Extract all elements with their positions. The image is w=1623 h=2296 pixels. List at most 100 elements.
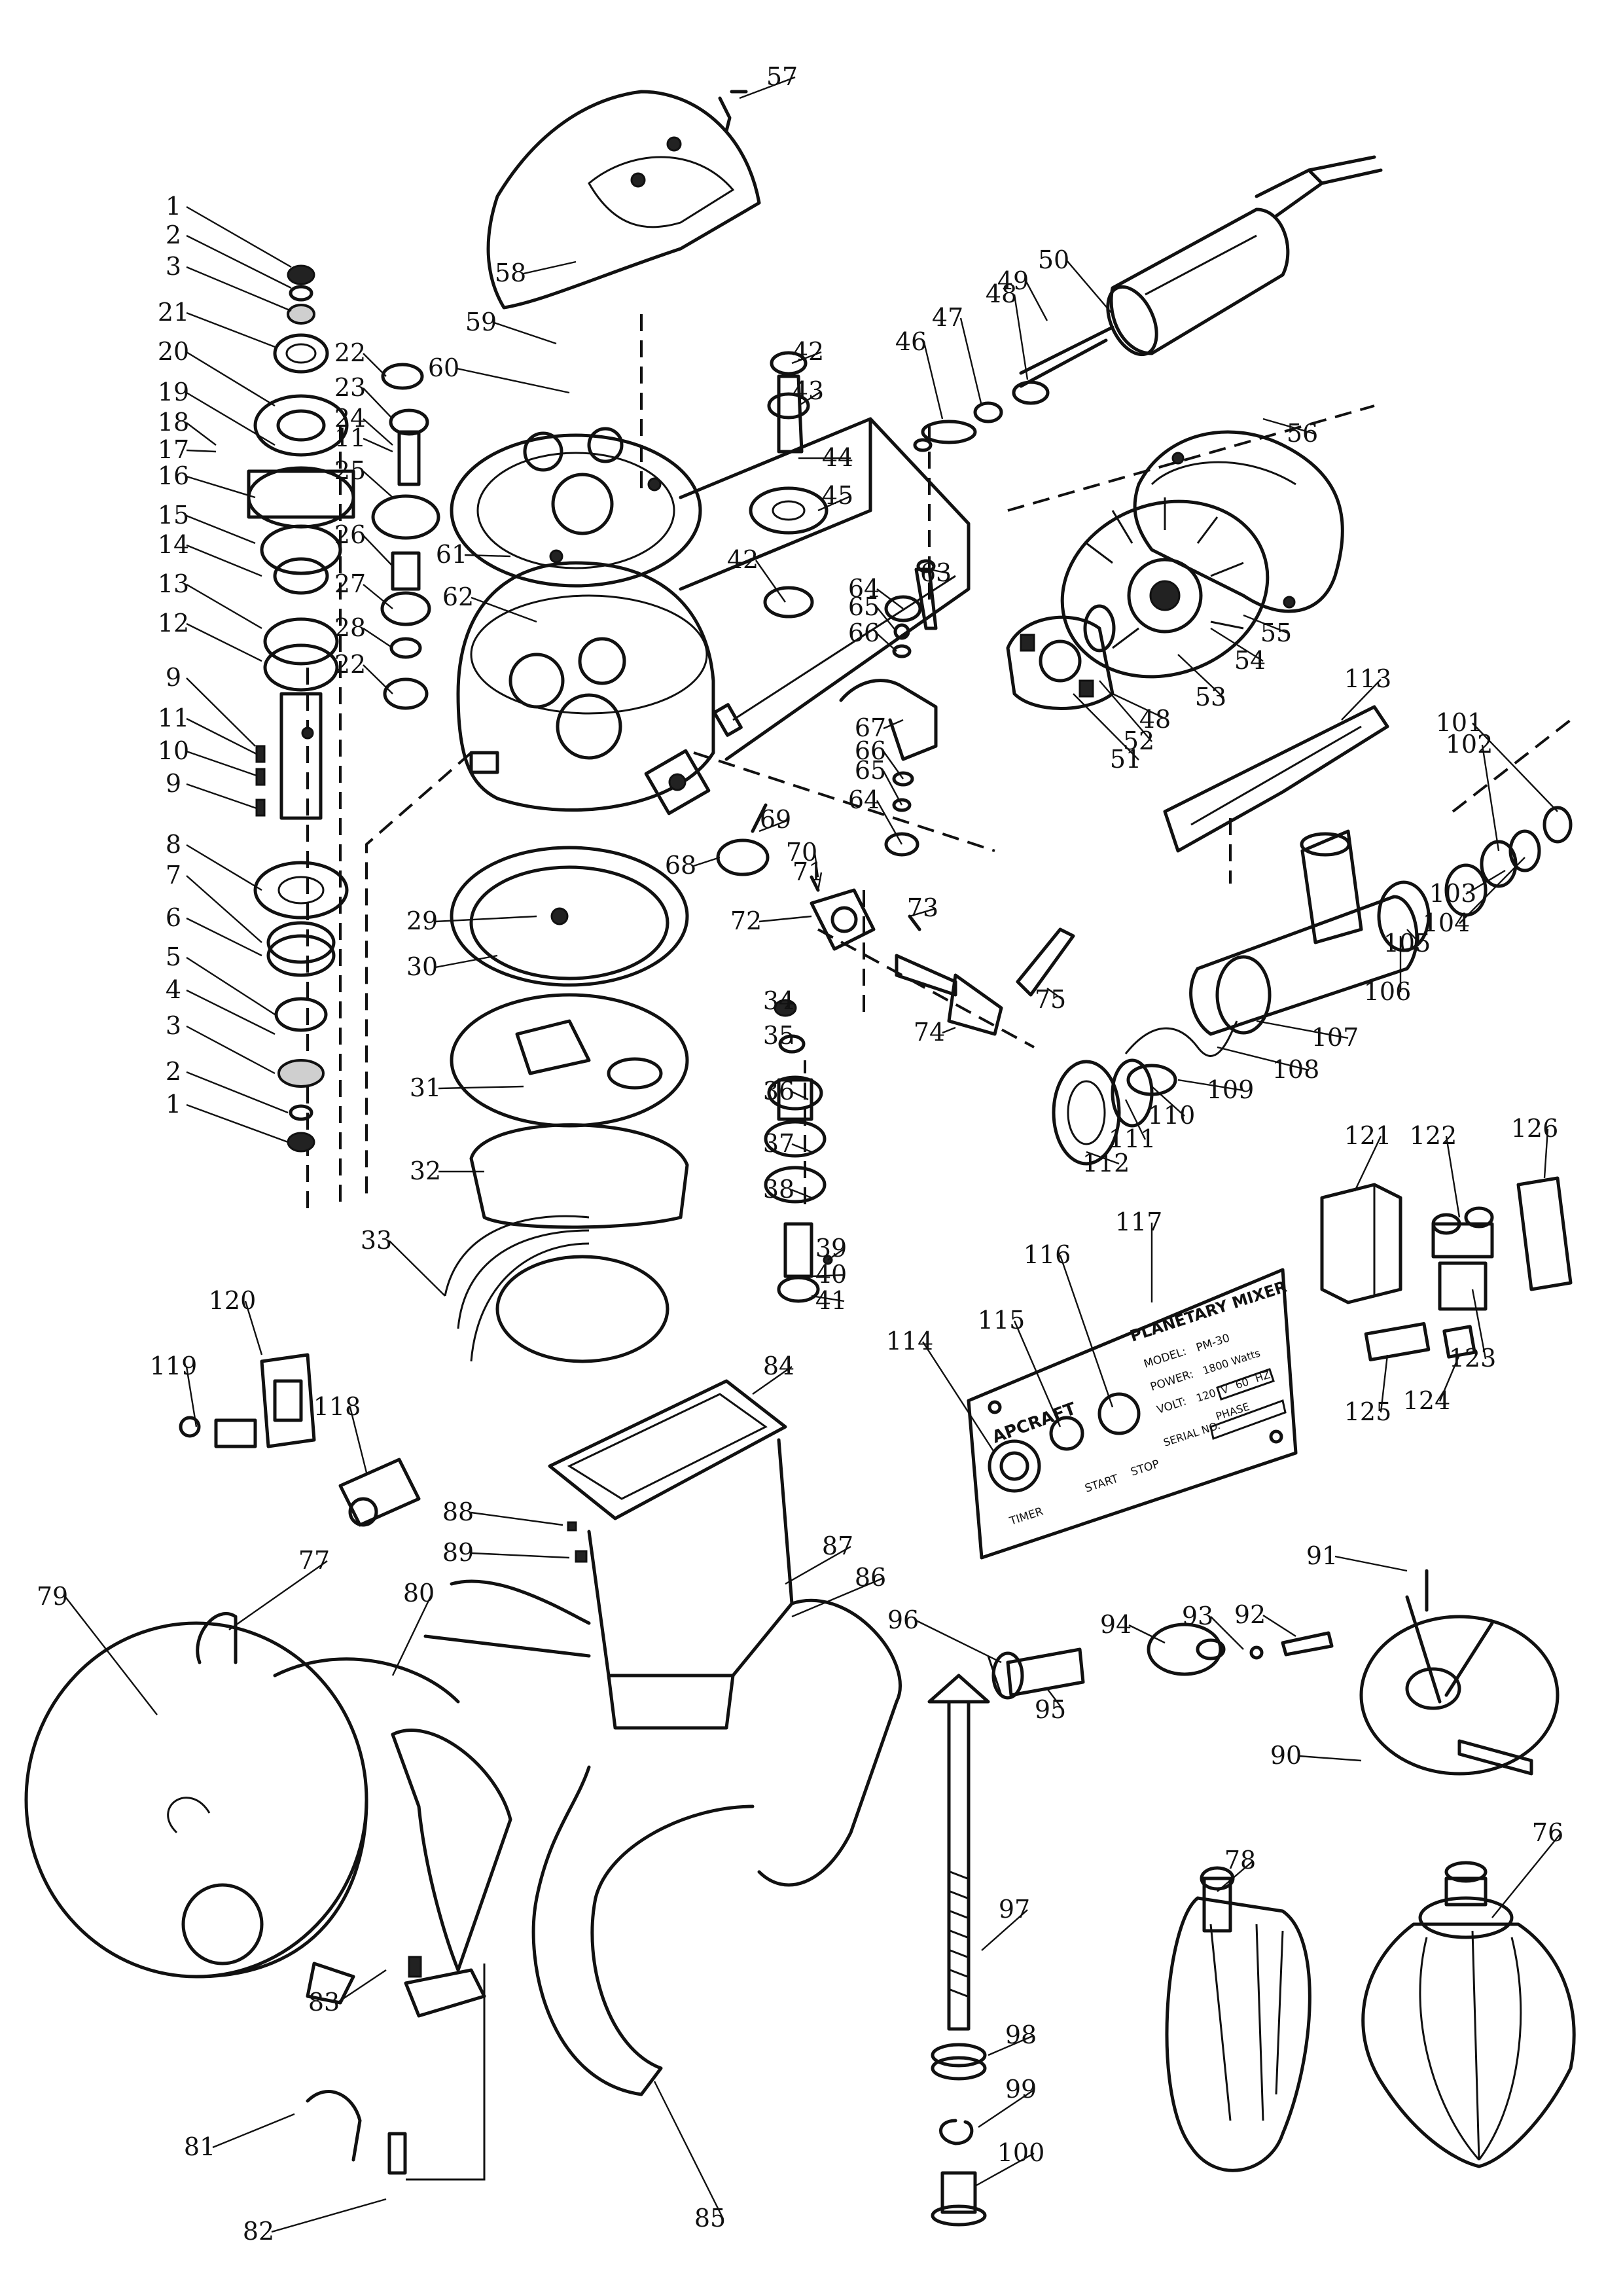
lift-shaft — [927, 1674, 990, 2227]
callout-leader — [1262, 418, 1316, 435]
callout-leader — [349, 1407, 368, 1473]
callout-number: 6 — [166, 903, 181, 932]
callout-number: 9 — [166, 663, 181, 692]
flat-beater — [1165, 1866, 1311, 2172]
callout-number: 36 — [763, 1077, 794, 1105]
callout-number: 41 — [815, 1286, 847, 1315]
callout-leader — [186, 206, 292, 268]
brush-plate — [1006, 604, 1116, 710]
callout-leader — [464, 554, 511, 558]
callout-number: 18 — [158, 408, 189, 437]
callout-leader — [791, 1143, 812, 1153]
callout-leader — [1066, 260, 1113, 315]
callout-number: 40 — [815, 1260, 847, 1289]
callout-leader — [739, 76, 796, 99]
callout-leader — [1210, 1616, 1244, 1650]
callout-leader — [1445, 1136, 1461, 1218]
callout-leader — [186, 717, 257, 755]
callout-number: 85 — [694, 2204, 726, 2233]
callout-number: 32 — [410, 1157, 441, 1185]
callout-leader — [186, 475, 256, 499]
callout-number: 75 — [1035, 985, 1066, 1014]
callout-number: 1 — [166, 1090, 181, 1119]
callout-number: 108 — [1272, 1055, 1320, 1084]
callout-number: 5 — [166, 942, 181, 971]
callout-leader — [827, 1248, 845, 1261]
callout-number: 113 — [1344, 664, 1392, 693]
callout-leader — [186, 622, 262, 662]
callout-leader — [363, 387, 393, 420]
callout-number: 2 — [166, 1057, 181, 1086]
callout-leader — [1177, 654, 1224, 698]
callout-leader — [186, 514, 256, 545]
callout-leader — [785, 1545, 851, 1585]
electrical-components — [1320, 1176, 1573, 1362]
callout-leader — [811, 1295, 845, 1302]
callout-number: 77 — [298, 1546, 330, 1575]
callout-leader — [456, 367, 570, 394]
nameplate-model-value: PM-30 — [1194, 1331, 1231, 1354]
callout-number: 120 — [209, 1286, 257, 1315]
callout-leader — [1013, 1320, 1061, 1427]
callout-number: 67 — [855, 713, 886, 742]
callout-leader — [791, 351, 822, 365]
callout-number: 124 — [1403, 1386, 1451, 1415]
callout-leader — [186, 312, 276, 348]
callout-leader — [1046, 1688, 1064, 1711]
callout-number: 92 — [1234, 1600, 1266, 1629]
callout-number: 104 — [1423, 908, 1471, 937]
callout-number: 14 — [158, 530, 189, 559]
callout-number: 34 — [763, 986, 794, 1015]
nameplate-timer-label: TIMER — [1007, 1505, 1044, 1528]
callout-leader — [921, 1341, 996, 1454]
callout-leader — [1059, 1255, 1114, 1408]
callout-leader — [959, 317, 983, 406]
callout-leader — [186, 677, 256, 747]
callout-number: 100 — [997, 2138, 1045, 2167]
callout-leader — [1086, 1151, 1120, 1165]
callout-number: 96 — [887, 1605, 919, 1634]
callout-number: 105 — [1383, 929, 1431, 958]
callout-number: 25 — [334, 456, 366, 485]
callout-number: 107 — [1311, 1023, 1359, 1052]
callout-number: 83 — [308, 1988, 340, 2017]
callout-leader — [186, 956, 276, 1016]
callout-number: 118 — [313, 1392, 361, 1421]
callout-leader — [363, 584, 393, 609]
callout-leader — [523, 260, 577, 275]
callout-number: 20 — [158, 337, 189, 366]
callout-number: 68 — [665, 851, 696, 880]
callout-number: 45 — [822, 481, 853, 510]
meat-grinder — [1052, 705, 1573, 1166]
callout-leader — [1406, 929, 1421, 944]
callout-number: 35 — [763, 1021, 794, 1050]
callout-number: 48 — [1139, 705, 1171, 734]
callout-number: 37 — [763, 1129, 794, 1158]
callout-number: 87 — [822, 1532, 853, 1560]
callout-leader — [923, 342, 944, 420]
callout-number: 71 — [793, 857, 824, 886]
callout-leader — [1243, 614, 1290, 635]
callout-number: 78 — [1224, 1846, 1256, 1874]
callout-leader — [186, 351, 276, 407]
callout-leader — [1112, 692, 1169, 721]
callout-leader — [186, 1071, 289, 1114]
callout-leader — [791, 1577, 884, 1618]
callout-number: 110 — [1148, 1101, 1196, 1130]
callout-number: 73 — [907, 893, 938, 922]
callout-number: 70 — [786, 838, 817, 867]
callout-number: 23 — [334, 373, 366, 402]
callout-leader — [186, 875, 262, 943]
wire-whip — [1361, 1861, 1576, 2168]
callout-number: 42 — [793, 337, 824, 366]
callout-leader — [471, 1552, 570, 1559]
limit-switches — [179, 1353, 421, 1527]
callout-leader — [186, 989, 276, 1035]
callout-number: 109 — [1207, 1075, 1255, 1104]
nameplate-model-label: MODEL: — [1142, 1345, 1188, 1371]
callout-number: 116 — [1024, 1240, 1071, 1269]
callout-number: 22 — [334, 338, 366, 367]
callout-leader — [186, 1103, 289, 1143]
callout-leader — [186, 234, 292, 289]
callout-number: 117 — [1115, 1208, 1163, 1236]
